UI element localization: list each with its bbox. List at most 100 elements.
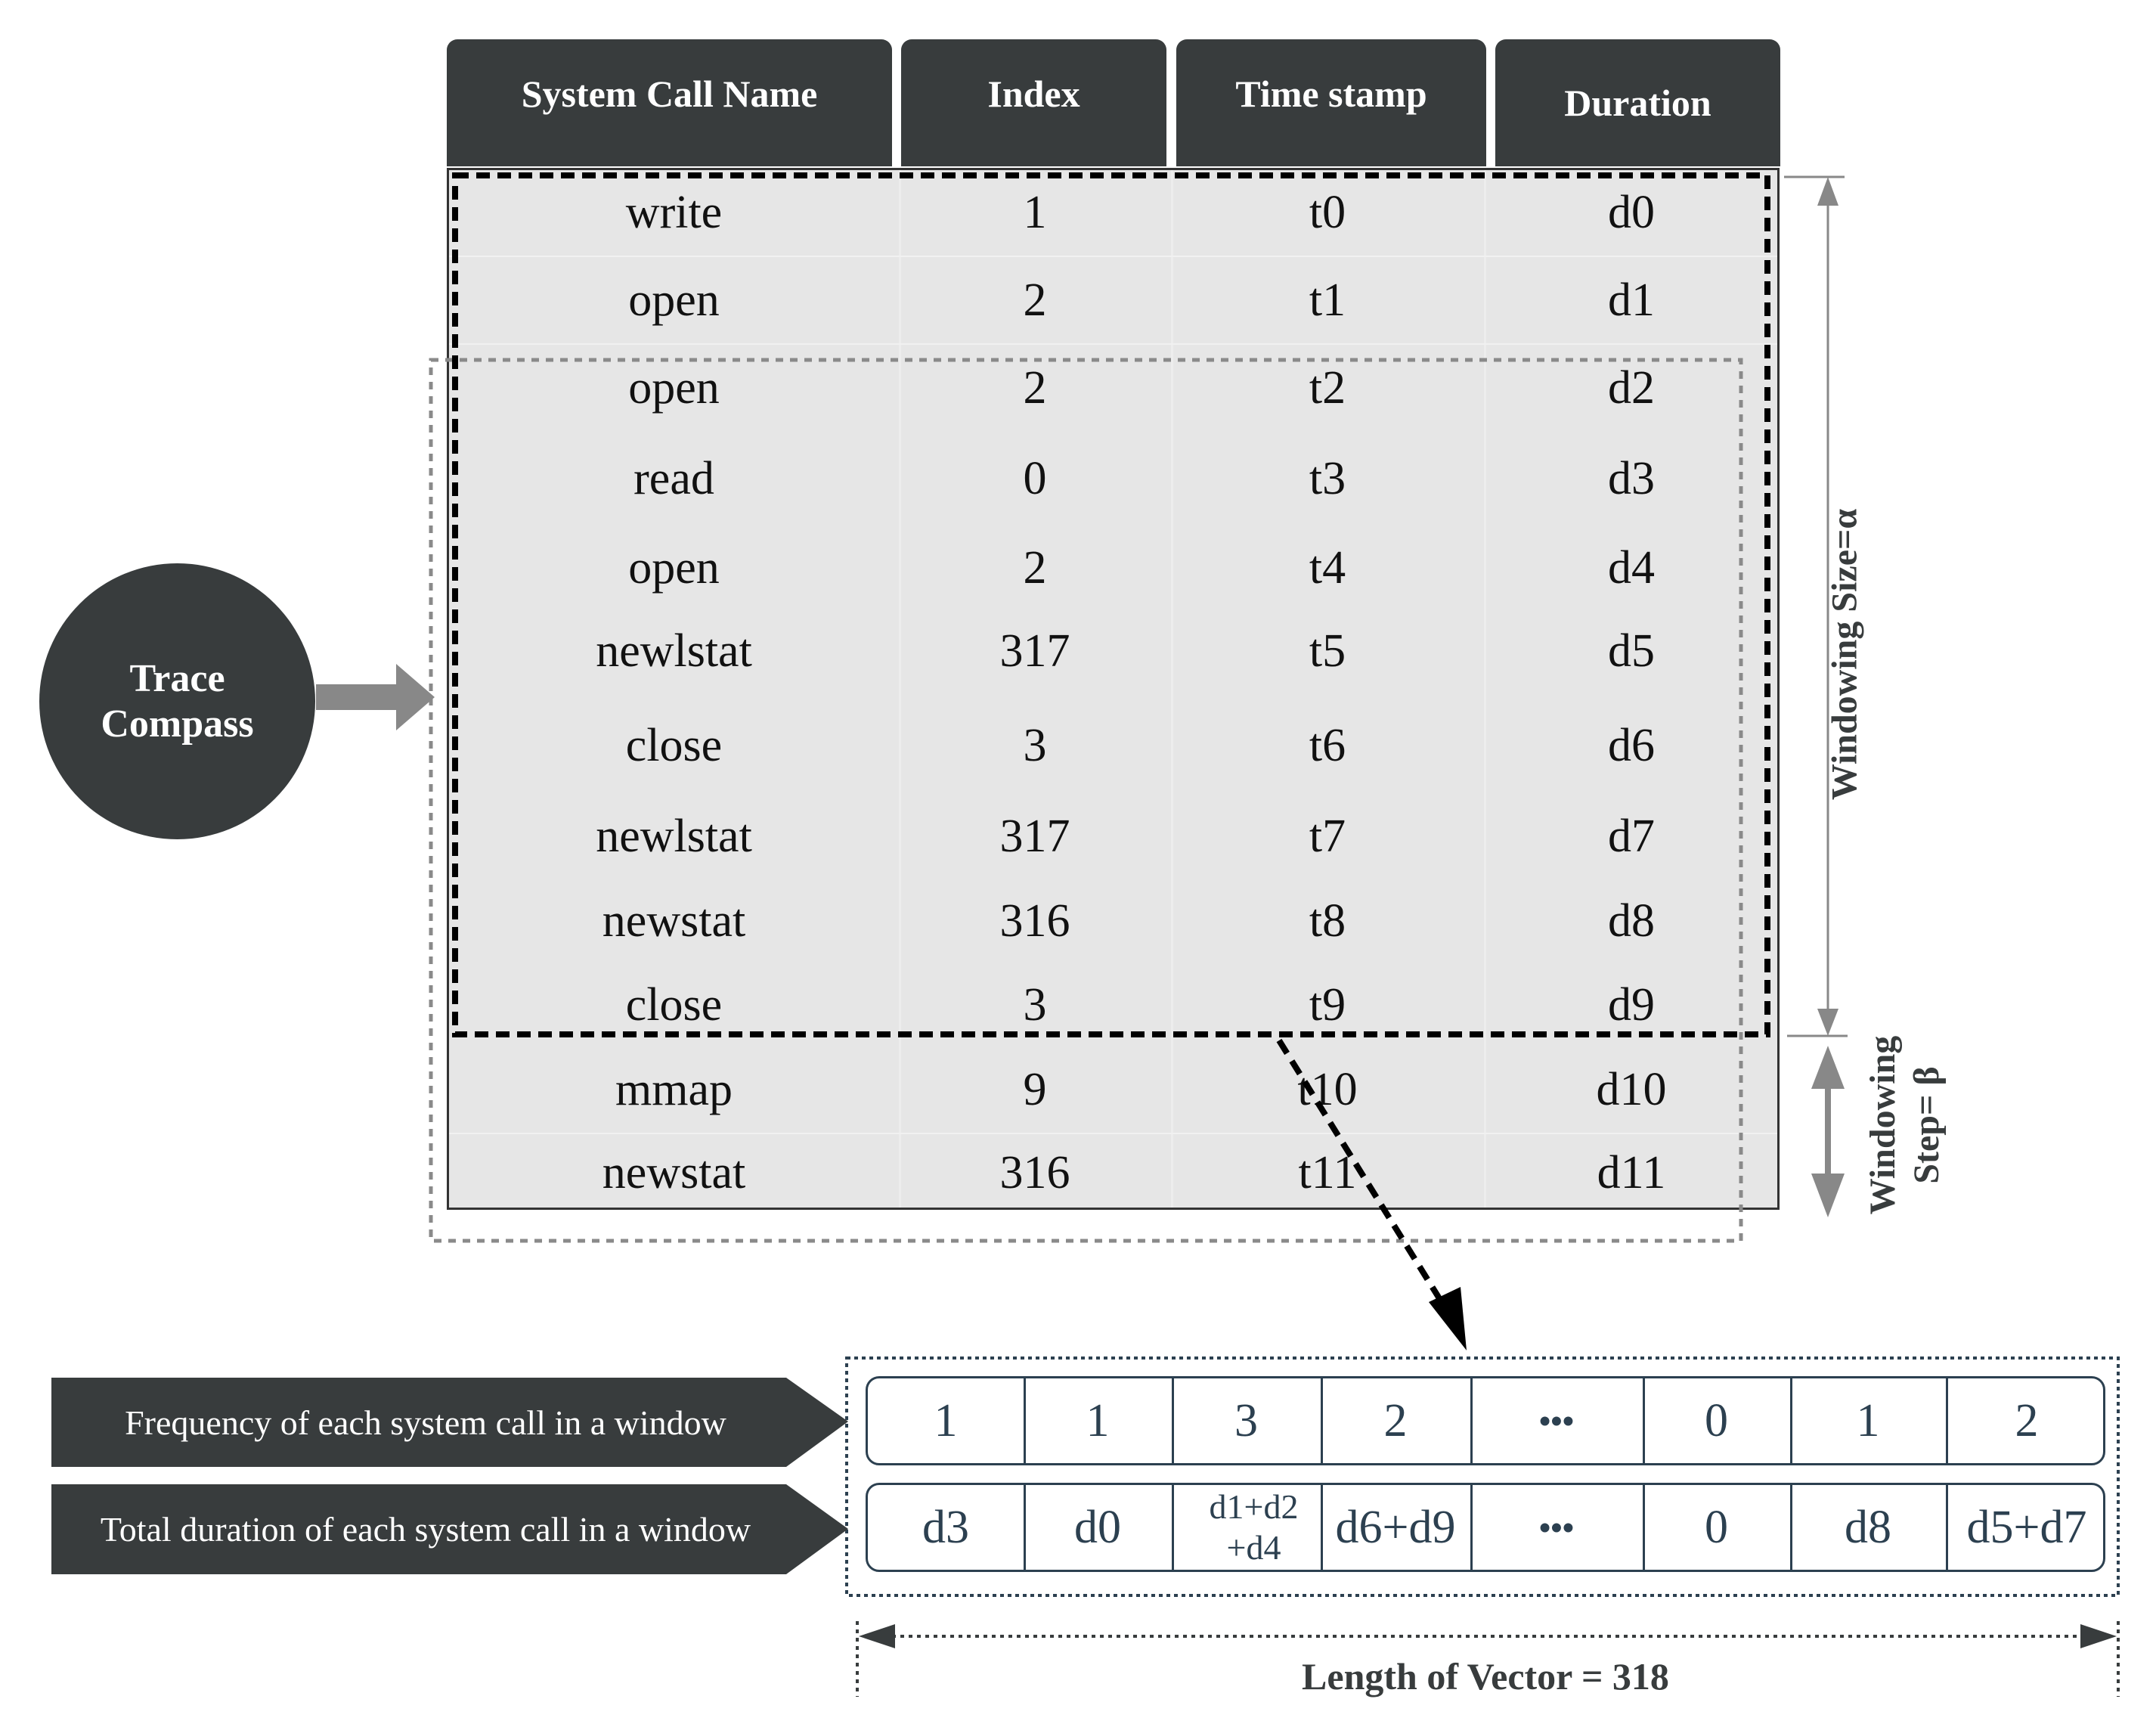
next-window-frame	[429, 358, 1743, 1243]
syscall-name-cell: newlstat	[596, 811, 752, 862]
frequency-value-cell: 1	[1086, 1394, 1110, 1446]
timestamp-cell: t5	[1309, 625, 1346, 677]
header-duration: Duration	[1495, 39, 1780, 166]
duration-value-cell: d6+d9	[1335, 1501, 1456, 1553]
syscall-index-cell: 316	[999, 1147, 1070, 1198]
vector-length-dimension	[856, 1621, 2120, 1697]
vector-cell-divider	[1024, 1485, 1026, 1570]
syscall-name-cell: newlstat	[596, 625, 752, 677]
header-index: Index	[901, 39, 1166, 166]
window-to-vector-arrow	[1276, 1038, 1467, 1350]
syscall-name-cell: open	[628, 542, 720, 594]
table-row: open 2 t4 d4	[449, 526, 1777, 611]
syscall-index-cell: 9	[1023, 1064, 1047, 1115]
vector-cell-divider	[1321, 1378, 1323, 1463]
frequency-label-shape	[51, 1378, 848, 1467]
duration-value-cell: d0	[1074, 1501, 1121, 1553]
table-row: newlstat 317 t5 d5	[449, 609, 1777, 694]
duration-cell: d7	[1608, 811, 1655, 862]
timestamp-cell: t8	[1309, 895, 1346, 947]
vector-cell-divider	[1172, 1485, 1174, 1570]
duration-value-cell: d5+d7	[1966, 1501, 2087, 1553]
duration-value-cell: d3	[922, 1501, 969, 1553]
duration-value-cell: 0	[1705, 1501, 1728, 1553]
vector-length-label: Length of Vector = 318	[1302, 1655, 1669, 1698]
table-row: newlstat 317 t7 d7	[449, 794, 1777, 879]
duration-cell: d2	[1608, 362, 1655, 414]
timestamp-cell: t1	[1309, 274, 1346, 326]
duration-cell: d1	[1608, 274, 1655, 326]
duration-label: Total duration of each system call in a …	[100, 1509, 751, 1549]
syscall-index-cell: 317	[999, 811, 1070, 862]
duration-cell: d9	[1608, 979, 1655, 1031]
timestamp-cell: t2	[1309, 362, 1346, 414]
vector-cell-divider	[1790, 1485, 1792, 1570]
frequency-value-cell: 3	[1234, 1394, 1258, 1446]
window-size-label: Windowing Size=α	[1824, 508, 1865, 801]
duration-cell: d5	[1608, 625, 1655, 677]
duration-cell: d10	[1596, 1064, 1667, 1115]
timestamp-cell: t0	[1309, 187, 1346, 238]
duration-cell: d11	[1597, 1147, 1666, 1198]
trace-to-table-arrow	[316, 664, 435, 730]
syscall-name-cell: newstat	[602, 1147, 746, 1198]
syscall-name-cell: read	[633, 453, 714, 504]
syscall-index-cell: 317	[999, 625, 1070, 677]
timestamp-cell: t9	[1309, 979, 1346, 1031]
vector-cell-divider	[1643, 1485, 1645, 1570]
duration-cell: d0	[1608, 187, 1655, 238]
table-row: close 3 t9 d9	[449, 963, 1777, 1048]
vector-cell-divider	[1790, 1378, 1792, 1463]
table-row: open 2 t2 d2	[449, 346, 1777, 431]
syscall-name-cell: close	[625, 720, 723, 771]
frequency-value-cell: 2	[1383, 1394, 1408, 1446]
window-step-label: Windowing Step= β	[1863, 1035, 1947, 1215]
vector-cell-divider	[1946, 1378, 1948, 1463]
vector-cell-divider	[1024, 1378, 1026, 1463]
duration-value-cell: •••	[1538, 1508, 1575, 1546]
frequency-label: Frequency of each system call in a windo…	[125, 1403, 726, 1442]
syscall-index-cell: 2	[1023, 362, 1047, 414]
vector-frame	[845, 1356, 2120, 1597]
syscall-index-cell: 3	[1023, 720, 1047, 771]
frequency-value-cell: 2	[2015, 1394, 2039, 1446]
syscall-index-cell: 2	[1023, 542, 1047, 594]
frequency-value-cell: 1	[1856, 1394, 1880, 1446]
timestamp-cell: t7	[1309, 811, 1346, 862]
timestamp-cell: t3	[1309, 453, 1346, 504]
syscall-name-cell: open	[628, 362, 720, 414]
window-size-arrow	[1784, 175, 1848, 1037]
vector-cell-divider	[1321, 1485, 1323, 1570]
vector-cell-divider	[1172, 1378, 1174, 1463]
vector-cell-divider	[1470, 1378, 1473, 1463]
syscall-index-cell: 316	[999, 895, 1070, 947]
table-row: newstat 316 t11 d11	[449, 1130, 1777, 1216]
syscall-name-cell: write	[625, 187, 723, 238]
timestamp-cell: t6	[1309, 720, 1346, 771]
syscall-name-cell: mmap	[615, 1064, 733, 1115]
syscall-index-cell: 1	[1023, 187, 1047, 238]
window-step-arrow	[1811, 1046, 1845, 1217]
frequency-value-cell: 0	[1705, 1394, 1728, 1446]
syscall-name-cell: open	[628, 274, 720, 326]
syscall-index-cell: 3	[1023, 979, 1047, 1031]
vector-cell-divider	[1643, 1378, 1645, 1463]
syscall-index-cell: 2	[1023, 274, 1047, 326]
vector-cell-divider	[1946, 1485, 1948, 1570]
header-time-stamp: Time stamp	[1176, 39, 1486, 166]
timestamp-cell: t11	[1298, 1147, 1357, 1198]
duration-value-cell: d1+d2 +d4	[1209, 1487, 1299, 1567]
table-row: write 1 t0 d0	[449, 170, 1777, 257]
current-window-frame	[452, 172, 1770, 1037]
trace-compass-node: Trace Compass	[39, 563, 315, 839]
syscall-name-cell: close	[625, 979, 723, 1031]
duration-cell: d8	[1608, 895, 1655, 947]
duration-cell: d4	[1608, 542, 1655, 594]
timestamp-cell: t4	[1309, 542, 1346, 594]
